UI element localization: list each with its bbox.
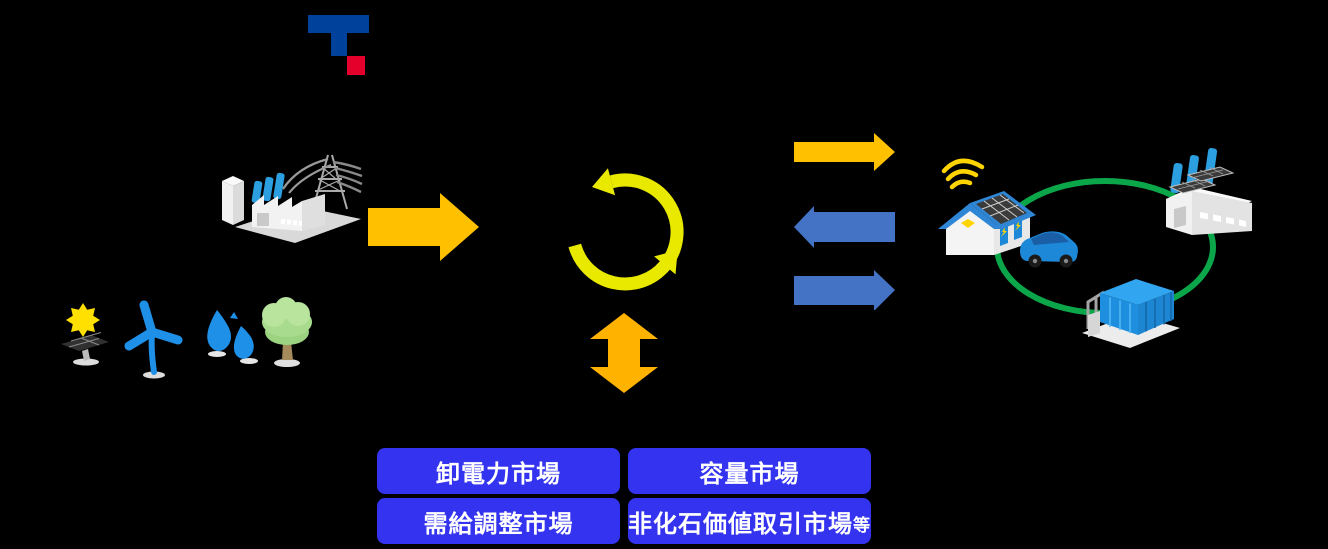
plant-building xyxy=(251,172,325,231)
wind-power-icon xyxy=(124,300,183,379)
logo-t-bar xyxy=(308,15,369,33)
aggregation-cycle-icon xyxy=(568,168,684,291)
factory-icon xyxy=(1166,148,1252,235)
exchange-arrows xyxy=(794,133,895,310)
plant-tower xyxy=(222,176,244,225)
market-box-wholesale: 卸電力市場 xyxy=(377,448,620,494)
demand-side-illustration xyxy=(938,148,1252,348)
blue-right-arrow-icon xyxy=(794,270,895,310)
market-box-label: 卸電力市場 xyxy=(436,460,561,488)
renewables-row xyxy=(61,297,312,379)
market-box-label: 非化石価値取引市場 xyxy=(628,510,853,538)
market-box-nonfossil: 非化石価値取引市場等 xyxy=(628,498,871,544)
market-box-label: 容量市場 xyxy=(699,460,800,488)
blue-left-arrow-icon xyxy=(794,206,895,248)
power-plant-illustration xyxy=(222,154,363,243)
market-box-capacity: 容量市場 xyxy=(628,448,871,494)
market-link-arrow-icon xyxy=(590,313,658,393)
hydro-power-icon xyxy=(207,310,258,364)
orange-right-arrow-icon xyxy=(794,133,895,171)
storage-battery-icon xyxy=(1082,279,1180,348)
supply-to-aggregator-arrow-icon xyxy=(368,193,479,261)
electric-vehicle-icon xyxy=(1020,231,1078,268)
logo-red-square xyxy=(347,56,365,75)
market-box-label: 需給調整市場 xyxy=(423,510,574,538)
market-boxes: 卸電力市場 容量市場 需給調整市場 非化石価値取引市場等 xyxy=(377,448,871,544)
solar-power-icon xyxy=(61,303,109,366)
biomass-power-icon xyxy=(262,297,312,367)
smart-house-icon xyxy=(938,158,1036,255)
logo-t-stem xyxy=(331,32,347,56)
market-box-balancing: 需給調整市場 xyxy=(377,498,620,544)
